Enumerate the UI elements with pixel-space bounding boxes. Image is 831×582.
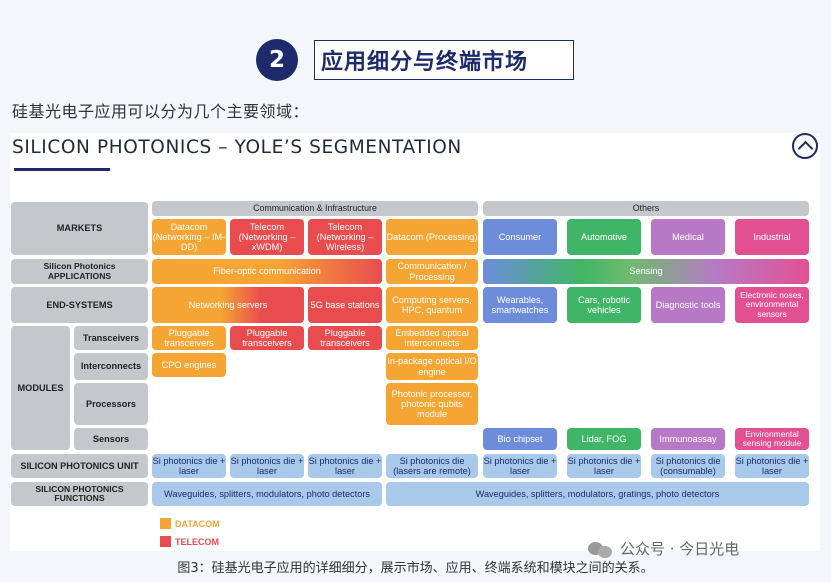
- app-communication-processing: Communication / Processing: [386, 259, 478, 284]
- transceiver-telecom-wireless: Pluggable transceivers: [308, 326, 382, 350]
- legend-label-datacom: DATACOM: [175, 518, 220, 529]
- interconnect-cpo: CPO engines: [152, 353, 226, 377]
- row-label-modules: MODULES: [11, 326, 70, 450]
- sensor-environmental: Environmental sensing module: [735, 428, 809, 450]
- legend-swatch-telecom: [160, 536, 171, 547]
- section-header: 2 应用细分与终端市场: [256, 39, 576, 81]
- end-computing-servers: Computing servers, HPC, quantum: [386, 287, 478, 323]
- unit-8: Si photonics die + laser: [735, 454, 809, 478]
- group-header-comm: Communication & Infrastructure: [152, 201, 478, 216]
- watermark: 公众号 · 今日光电: [588, 538, 739, 559]
- market-datacom-imdd: Datacom (Networking – IM-DD): [152, 219, 226, 255]
- module-label-sensors: Sensors: [74, 428, 148, 450]
- transceiver-embedded: Embedded optical interconnects: [386, 326, 478, 350]
- sensor-immunoassay: Immunoassay: [651, 428, 725, 450]
- legend-swatch-datacom: [160, 518, 171, 529]
- interconnect-in-package: In-package optical I/O engine: [386, 353, 478, 380]
- wechat-icon: [588, 540, 614, 558]
- unit-6: Si photonics die + laser: [567, 454, 641, 478]
- intro-text: 硅基光电子应用可以分为几个主要领域：: [12, 102, 310, 121]
- module-label-transceivers: Transceivers: [74, 326, 148, 350]
- figure-caption: 图3：硅基光电子应用的详细细分，展示市场、应用、终端系统和模块之间的关系。: [177, 561, 654, 576]
- function-others: Waveguides, splitters, modulators, grati…: [386, 482, 809, 506]
- section-number: 2: [256, 39, 298, 81]
- title-underline: [14, 168, 110, 171]
- legend-label-telecom: TELECOM: [175, 536, 219, 547]
- row-label-markets: MARKETS: [11, 202, 148, 255]
- row-label-end-systems: END-SYSTEMS: [11, 287, 148, 323]
- unit-7: Si photonics die (consumable): [651, 454, 725, 478]
- market-telecom-xwdm: Telecom (Networking – xWDM): [230, 219, 304, 255]
- row-label-applications: Silicon Photonics APPLICATIONS: [11, 259, 148, 284]
- sensor-lidar-fog: Lidar, FOG: [567, 428, 641, 450]
- legend-datacom: DATACOM: [160, 518, 220, 529]
- market-medical: Medical: [651, 219, 725, 255]
- sensor-bio-chipset: Bio chipset: [483, 428, 557, 450]
- diagram-title: SILICON PHOTONICS – YOLE’S SEGMENTATION: [12, 137, 462, 158]
- market-consumer: Consumer: [483, 219, 557, 255]
- app-fiber-optic: Fiber-optic communication: [152, 259, 382, 284]
- end-wearables: Wearables, smartwatches: [483, 287, 557, 323]
- segmentation-diagram: SILICON PHOTONICS – YOLE’S SEGMENTATION …: [10, 133, 820, 551]
- market-datacom-processing: Datacom (Processing): [386, 219, 478, 255]
- unit-5: Si photonics die + laser: [483, 454, 557, 478]
- end-networking-servers: Networking servers: [152, 287, 304, 323]
- section-title-box: 应用细分与终端市场: [314, 40, 574, 80]
- watermark-text: 公众号 · 今日光电: [620, 540, 740, 558]
- unit-2: Si photonics die + laser: [230, 454, 304, 478]
- end-cars: Cars, robotic vehicles: [567, 287, 641, 323]
- function-comm: Waveguides, splitters, modulators, photo…: [152, 482, 382, 506]
- legend-telecom: TELECOM: [160, 536, 219, 547]
- end-electronic-noses: Electronic noses, environmental sensors: [735, 287, 809, 323]
- section-title: 应用细分与终端市场: [321, 50, 529, 75]
- row-label-unit: SILICON PHOTONICS UNIT: [11, 454, 148, 478]
- unit-4: Si photonics die (lasers are remote): [386, 454, 478, 478]
- module-label-interconnects: Interconnects: [74, 353, 148, 380]
- market-industrial: Industrial: [735, 219, 809, 255]
- market-automotive: Automotive: [567, 219, 641, 255]
- yole-logo-icon: [792, 133, 818, 159]
- transceiver-telecom-xwdm: Pluggable transceivers: [230, 326, 304, 350]
- end-5g-base-stations: 5G base stations: [308, 287, 382, 323]
- unit-1: Si photonics die + laser: [152, 454, 226, 478]
- market-telecom-wireless: Telecom (Networking – Wireless): [308, 219, 382, 255]
- end-diagnostic-tools: Diagnostic tools: [651, 287, 725, 323]
- transceiver-datacom: Pluggable transceivers: [152, 326, 226, 350]
- row-label-functions: SILICON PHOTONICS FUNCTIONS: [11, 482, 148, 506]
- processor-photonic: Photonic processor, photonic qubits modu…: [386, 383, 478, 425]
- module-label-processors: Processors: [74, 383, 148, 425]
- unit-3: Si photonics die + laser: [308, 454, 382, 478]
- group-header-others: Others: [483, 201, 809, 216]
- app-sensing: Sensing: [483, 259, 809, 284]
